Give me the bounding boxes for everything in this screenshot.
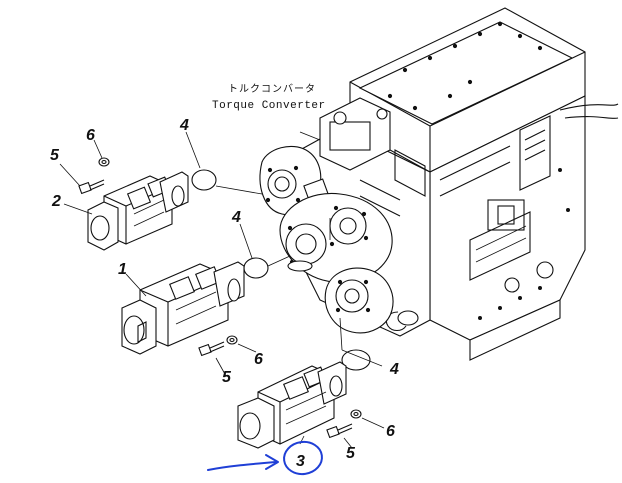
callout-5-upper: 5 [50,147,60,164]
callout-6-middle: 6 [254,351,263,368]
converter-label-jp: トルクコンバータ [228,83,316,95]
arrowhead-icon [265,454,279,470]
highlight-circle [283,440,323,476]
callout-5-lower: 5 [346,445,356,462]
pump-2 [87,171,189,251]
bolt-upper [78,179,105,195]
callout-6-upper: 6 [86,127,95,144]
o-ring-parts [191,169,371,371]
callout-3: 3 [296,453,305,470]
o-ring-middle [243,257,269,279]
bolt-lower [326,423,353,439]
callout-4-upper: 4 [179,117,189,134]
pump-3 [237,361,347,449]
o-ring-upper [191,169,217,191]
callout-4-middle: 4 [231,209,241,226]
pump-drive-pads [259,145,394,334]
callout-6-lower: 6 [386,423,395,440]
transmission-housing [299,7,619,361]
highlight-arrow [207,461,277,471]
highlight-annotation [207,440,323,476]
pump-1 [121,261,245,355]
callout-2: 2 [51,193,61,210]
o-ring-lower [341,349,371,371]
callout-5-middle: 5 [222,369,232,386]
bolt-middle [198,341,225,357]
converter-label-en: Torque Converter [212,100,326,112]
bolts-and-washers [78,157,362,439]
callout-4-lower: 4 [389,361,399,378]
leader-lines [59,131,385,449]
callout-1: 1 [118,261,127,278]
